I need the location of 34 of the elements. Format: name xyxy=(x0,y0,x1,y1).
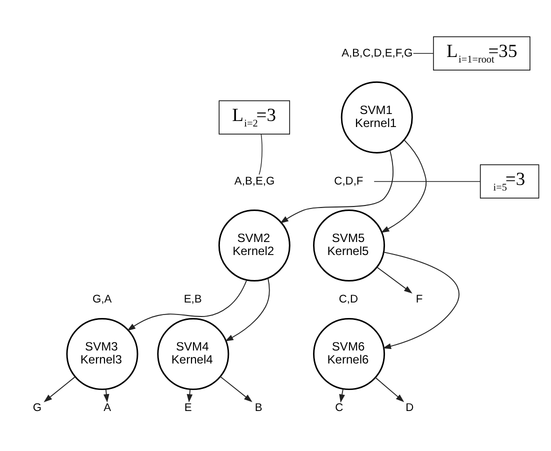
node-text: F xyxy=(416,293,423,306)
connector xyxy=(374,180,481,182)
node-box: $_{i=5}$=3 xyxy=(480,164,540,198)
node-text: A,B,C,D,E,F,G xyxy=(342,46,413,59)
node-text: G,A xyxy=(92,293,112,306)
node-text: C xyxy=(335,402,344,414)
node-text: E xyxy=(184,402,192,414)
arrow xyxy=(376,266,412,293)
node-text: G xyxy=(32,402,42,414)
node-circle: SVM3 Kernel3 xyxy=(66,318,138,390)
arrow xyxy=(127,279,248,330)
node-box: L$_{i=2}$=3 xyxy=(218,100,290,134)
connector xyxy=(258,134,262,174)
arrow xyxy=(44,376,76,402)
node-text: E,B xyxy=(184,293,202,306)
node-text: A,B,E,G xyxy=(234,174,275,187)
arrow xyxy=(224,277,270,341)
node-text: C,D,F xyxy=(334,174,364,187)
node-text: B xyxy=(254,402,262,414)
node-text: D xyxy=(406,402,414,414)
arrow xyxy=(374,376,404,402)
arrow xyxy=(380,139,427,232)
arrow xyxy=(220,376,252,402)
node-circle: SVM5 Kernel5 xyxy=(313,208,386,281)
node-text: C,D xyxy=(338,293,358,306)
arrow xyxy=(382,251,460,349)
connector xyxy=(412,52,434,54)
node-circle: SVM6 Kernel6 xyxy=(313,318,386,390)
node-circle: SVM1 Kernel1 xyxy=(340,80,413,153)
node-circle: SVM4 Kernel4 xyxy=(157,318,230,390)
node-box: L$_{i=1=root}$=35 xyxy=(433,36,530,70)
arrow xyxy=(280,150,394,223)
arrow xyxy=(339,388,345,402)
node-text: A xyxy=(104,402,112,414)
